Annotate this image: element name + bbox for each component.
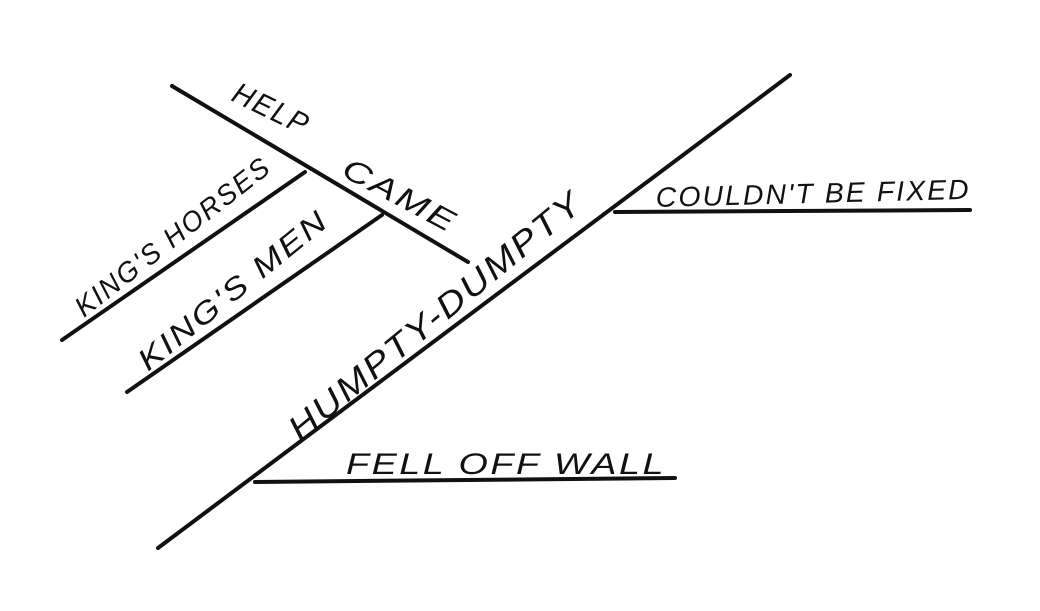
couldnt-be-fixed-line — [613, 208, 972, 214]
subject-line — [156, 73, 792, 550]
fell-off-wall-label: FELL OFF WALL — [346, 448, 666, 481]
kings-horses-line — [60, 170, 307, 342]
couldnt-be-fixed-label: COULDN'T BE FIXED — [655, 174, 971, 213]
kings-men-line — [125, 213, 384, 394]
help-label: HELP — [227, 77, 315, 143]
fell-off-wall-line — [253, 476, 677, 484]
help-came-line — [170, 84, 470, 264]
